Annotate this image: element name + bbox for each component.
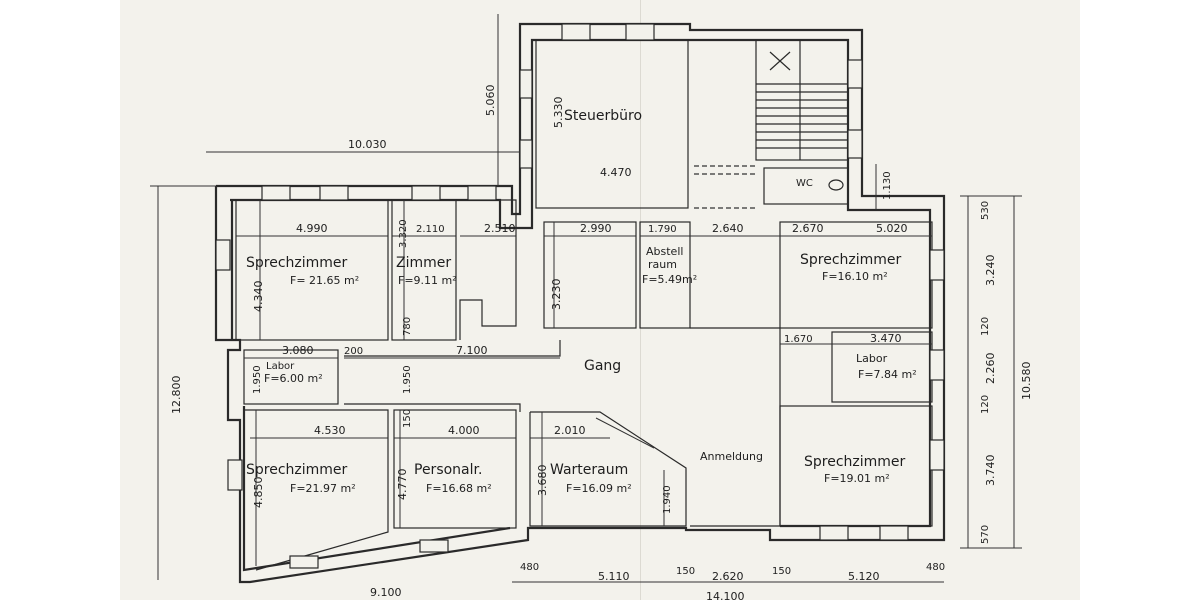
label-gang: Gang	[584, 358, 621, 374]
dim-9100: 9.100	[370, 586, 402, 599]
dim-5110: 5.110	[598, 570, 630, 583]
dim-12800: 12.800	[170, 376, 183, 415]
sprechzimmer-nw-walls	[235, 199, 389, 341]
dim-4530: 4.530	[314, 424, 346, 437]
label-labor-e: Labor	[856, 352, 888, 365]
outer-wall-outline	[214, 22, 946, 584]
label-steuerbuero: Steuerbüro	[564, 108, 642, 124]
dimension-labels: 10.030 5.060 5.330 4.470 1.130 4.990 2.1…	[170, 85, 1033, 600]
label-labor-w: Labor	[266, 361, 295, 372]
area-sprechzimmer-ne: F=16.10 m²	[822, 270, 888, 283]
dim-1950a: 1.950	[252, 365, 263, 394]
dim-1950b: 1.950	[402, 365, 413, 394]
dim-5060: 5.060	[484, 85, 497, 117]
dim-2010: 2.010	[554, 424, 586, 437]
dim-5020: 5.020	[876, 222, 908, 235]
label-warteraum: Warteraum	[550, 462, 628, 478]
label-anmeldung: Anmeldung	[700, 450, 763, 463]
steuerbuero-walls	[535, 39, 689, 209]
dim-3240: 3.240	[984, 255, 997, 287]
dim-1940: 1.940	[662, 485, 673, 514]
dim-10030: 10.030	[348, 138, 387, 151]
dim-480a: 480	[520, 562, 539, 573]
dim-10580: 10.580	[1020, 362, 1033, 401]
room-2990-walls	[543, 221, 637, 329]
dim-3740: 3.740	[984, 455, 997, 487]
room-2510-walls	[459, 199, 517, 340]
dim-120b: 120	[980, 395, 991, 414]
dim-4850: 4.850	[252, 477, 265, 509]
gang-wall	[344, 340, 561, 357]
dim-2110: 2.110	[416, 224, 445, 235]
label-sprechzimmer-sw: Sprechzimmer	[246, 462, 348, 478]
dim-1130: 1.130	[882, 171, 893, 200]
label-personalr: Personalr.	[414, 462, 482, 478]
area-personalr: F=16.68 m²	[426, 482, 492, 495]
area-sprechzimmer-sw: F=21.97 m²	[290, 482, 356, 495]
dim-3680: 3.680	[536, 465, 549, 497]
dim-14100: 14.100	[706, 590, 745, 600]
label-zimmer: Zimmer	[396, 255, 451, 271]
toilet-icon	[828, 179, 844, 191]
dim-570: 570	[980, 525, 991, 544]
dim-5330: 5.330	[552, 97, 565, 129]
dim-3470: 3.470	[870, 332, 902, 345]
dim-1670: 1.670	[784, 334, 813, 345]
dim-530: 530	[980, 201, 991, 220]
room-labels: Steuerbüro WC Sprechzimmer F= 21.65 m² Z…	[246, 108, 917, 495]
dim-2510: 2.510	[484, 222, 516, 235]
label-sprechzimmer-ne: Sprechzimmer	[800, 252, 902, 268]
dim-150c: 150	[772, 566, 791, 577]
dim-2990: 2.990	[580, 222, 612, 235]
dimension-lines	[150, 14, 1022, 583]
area-labor-e: F=7.84 m²	[858, 368, 917, 381]
dim-120a: 120	[980, 317, 991, 336]
area-abstellraum: F=5.49m²	[642, 273, 697, 286]
dim-2620: 2.620	[712, 570, 744, 583]
dim-480b: 480	[926, 562, 945, 573]
personalr-walls	[393, 409, 517, 529]
dim-150: 150	[402, 409, 413, 428]
warteraum-walls	[529, 411, 687, 527]
sprechzimmer-sw-walls	[244, 409, 389, 571]
label-abstell-2: raum	[648, 258, 677, 271]
dim-7100: 7.100	[456, 344, 488, 357]
dim-150b: 150	[676, 566, 695, 577]
area-warteraum: F=16.09 m²	[566, 482, 632, 495]
wc-walls	[763, 167, 849, 205]
dim-2670: 2.670	[792, 222, 824, 235]
dim-3080: 3.080	[282, 344, 314, 357]
label-wc: WC	[796, 178, 813, 189]
abstellraum-walls	[639, 221, 691, 329]
label-sprechzimmer-nw: Sprechzimmer	[246, 255, 348, 271]
windows	[215, 23, 945, 569]
label-sprechzimmer-se: Sprechzimmer	[804, 454, 906, 470]
dim-780: 780	[402, 317, 413, 336]
label-abstell-1: Abstell	[646, 245, 683, 258]
area-labor-w: F=6.00 m²	[264, 372, 323, 385]
dim-4340: 4.340	[252, 281, 265, 313]
area-sprechzimmer-se: F=19.01 m²	[824, 472, 890, 485]
labor-w-walls	[243, 349, 339, 405]
dim-1790: 1.790	[648, 224, 677, 235]
dim-5120: 5.120	[848, 570, 880, 583]
dim-2640: 2.640	[712, 222, 744, 235]
dim-4470: 4.470	[600, 166, 632, 179]
area-sprechzimmer-nw: F= 21.65 m²	[290, 274, 359, 287]
dim-4990: 4.990	[296, 222, 328, 235]
dim-200: 200	[344, 346, 363, 357]
dim-4000: 4.000	[448, 424, 480, 437]
dim-2260: 2.260	[984, 353, 997, 385]
paper-sheet	[120, 0, 1080, 600]
dim-3320: 3.320	[398, 219, 409, 248]
gang-south-wall	[344, 403, 521, 412]
area-zimmer: F=9.11 m²	[398, 274, 457, 287]
dim-3230: 3.230	[550, 279, 563, 311]
anmeldung-walls	[690, 327, 781, 527]
staircase	[756, 40, 848, 160]
dim-4770: 4.770	[396, 469, 409, 501]
